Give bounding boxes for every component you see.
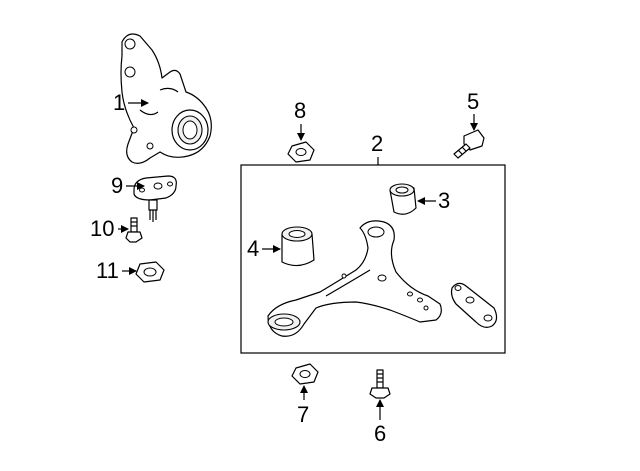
nut-8-drawing [287,141,315,163]
nut-11-drawing [135,261,165,283]
callout-8: 8 [294,98,307,123]
callout-7: 7 [297,402,310,427]
bolt-10-drawing [125,217,143,243]
bolt-5-drawing [453,129,485,159]
callout-6: 6 [374,421,387,446]
ball-joint-plate-drawing [450,282,498,328]
callout-11: 11 [96,258,119,283]
callout-9: 9 [111,173,124,198]
control-arm-box [240,164,506,354]
bolt-6-drawing [369,369,391,399]
nut-7-drawing [291,363,319,385]
rear-bushing-drawing [389,183,417,215]
callout-2: 2 [371,131,384,156]
callout-5: 5 [467,89,480,114]
callout-4: 4 [247,236,260,261]
ball-joint-drawing [133,175,177,222]
front-bushing-drawing [281,226,315,267]
callout-10: 10 [90,216,115,241]
steering-knuckle-drawing [120,33,212,164]
callout-3: 3 [438,188,451,213]
control-arm-drawing [267,220,442,337]
callout-1: 1 [113,90,126,115]
